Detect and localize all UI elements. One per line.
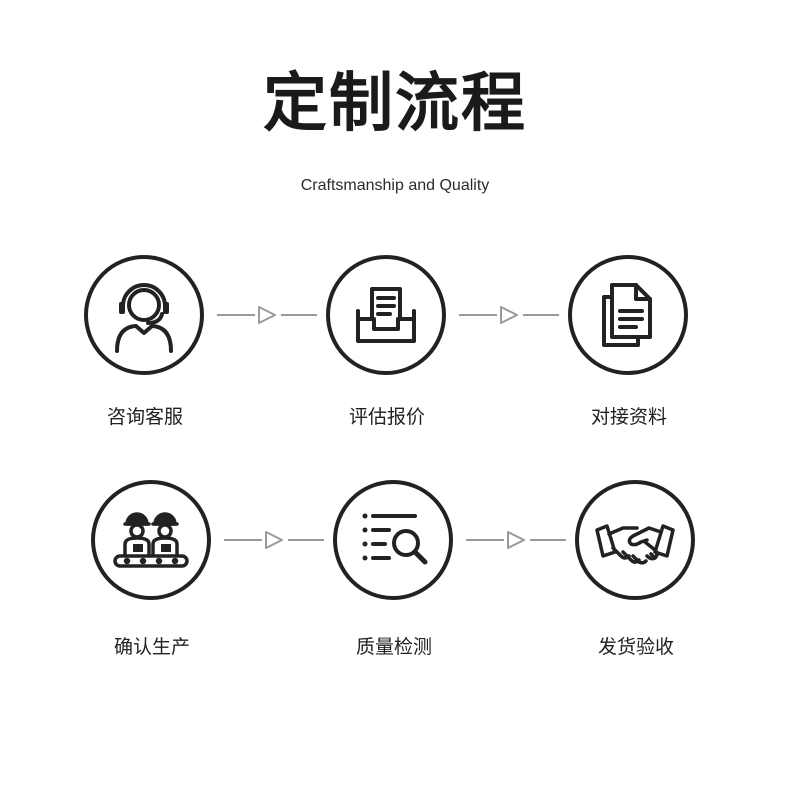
step-production-label: 确认生产	[113, 636, 190, 658]
page-subtitle: Craftsmanship and Quality	[300, 177, 490, 194]
arrow-right-connector	[217, 306, 317, 324]
step-inspection-label: 质量检测	[355, 636, 432, 658]
step-delivery-circle	[575, 480, 695, 600]
arrow-right-connector	[459, 306, 559, 324]
document-tray-icon	[356, 287, 416, 343]
page-title: 定制流程	[263, 67, 527, 141]
step-consult-label: 咨询客服	[106, 406, 183, 428]
step-production-circle	[91, 480, 211, 600]
step-inspection-circle	[333, 480, 453, 600]
workers-assembly-line-icon	[113, 512, 189, 568]
step-consult-circle	[84, 255, 204, 375]
step-documents-circle	[568, 255, 688, 375]
arrow-right-connector	[224, 531, 324, 549]
list-magnifier-icon	[362, 513, 428, 565]
arrow-right-connector	[466, 531, 566, 549]
handshake-icon	[595, 524, 675, 565]
customer-service-headset-icon	[115, 283, 173, 353]
step-delivery-label: 发货验收	[597, 636, 674, 658]
step-documents-label: 对接资料	[590, 406, 667, 428]
step-quote-circle	[326, 255, 446, 375]
documents-stack-icon	[602, 283, 652, 347]
step-quote-label: 评估报价	[348, 406, 425, 428]
